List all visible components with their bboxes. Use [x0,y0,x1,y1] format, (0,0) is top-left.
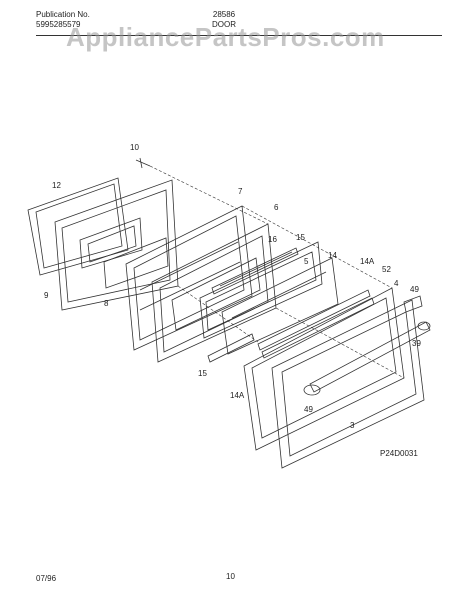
callout-4: 4 [394,279,399,288]
callout-49-upper: 49 [410,285,419,294]
part-3-door-front [271,299,431,469]
callout-39: 39 [412,339,421,348]
model-info: 28586 DOOR [212,10,236,30]
callout-14: 14 [328,251,337,260]
part-49-end-cap [403,295,423,313]
part-4-outer-door [243,287,405,451]
part-7-door-panel [125,205,253,351]
callout-15-lower: 15 [198,369,207,378]
callout-10: 10 [130,143,139,152]
watermark: AppliancePartsPros.com [66,22,385,52]
header-rule [36,35,442,36]
drawing-id: P24D0031 [380,449,418,458]
callout-12: 12 [52,181,61,190]
callout-3: 3 [350,421,355,430]
callout-15-upper: 15 [296,233,305,242]
callout-52: 52 [382,265,391,274]
part-10-screw [135,157,151,169]
callout-14A-upper: 14A [360,257,375,266]
section-title: DOOR [212,20,236,29]
part-inner-liner [54,179,179,311]
callout-5: 5 [304,257,309,266]
callout-16: 16 [268,235,277,244]
callout-9: 9 [44,291,49,300]
callout-49-lower: 49 [304,405,313,414]
footer-date: 07/96 [36,574,57,583]
callout-14A-lower: 14A [230,391,245,400]
part-14-glass-pane [221,257,339,355]
part-5-glass [199,241,323,339]
publication-label: Publication No. [36,10,90,19]
callout-6: 6 [274,203,279,212]
footer-page-number: 10 [226,572,235,581]
part-12-door-gasket [27,177,129,276]
callout-7: 7 [238,187,243,196]
leader-lines [149,165,405,379]
publication-number: 5995285579 [36,20,81,29]
publication-info: Publication No. 5995285579 [36,10,90,30]
model-number: 28586 [212,10,236,19]
part-15-lower-bracket [207,333,255,363]
callout-8: 8 [104,299,109,308]
